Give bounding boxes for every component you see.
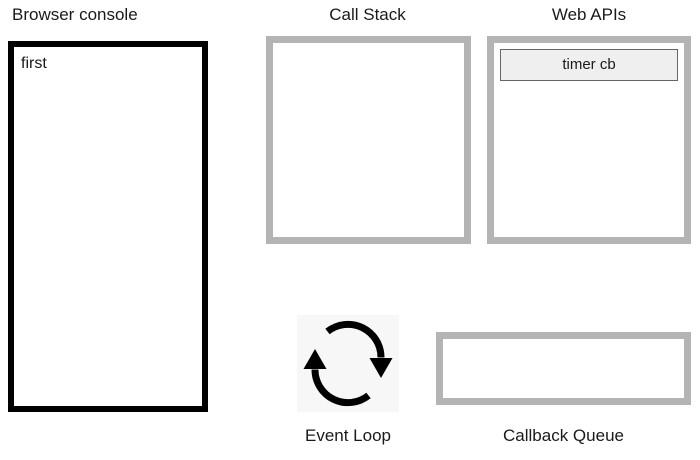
callback-queue-panel bbox=[436, 332, 691, 405]
callback-queue-frame-list bbox=[443, 339, 684, 398]
call-stack-frame-list bbox=[273, 43, 464, 237]
call-stack-panel bbox=[266, 36, 471, 244]
console-log-line: first bbox=[21, 55, 47, 72]
circular-refresh-arrows-icon bbox=[303, 320, 393, 407]
browser-console-log: first bbox=[21, 53, 198, 74]
event-loop-icon bbox=[297, 315, 399, 412]
callback-queue-title: Callback Queue bbox=[503, 426, 624, 445]
call-stack-title: Call Stack bbox=[329, 5, 406, 24]
web-apis-title: Web APIs bbox=[551, 5, 627, 24]
browser-console-panel: first bbox=[8, 41, 208, 412]
web-apis-frame-item[interactable]: timer cb bbox=[500, 49, 678, 81]
web-apis-panel: timer cb bbox=[487, 36, 691, 244]
browser-console-title: Browser console bbox=[12, 5, 138, 24]
event-loop-title: Event Loop bbox=[304, 426, 391, 445]
web-apis-frame-list: timer cb bbox=[494, 43, 684, 237]
